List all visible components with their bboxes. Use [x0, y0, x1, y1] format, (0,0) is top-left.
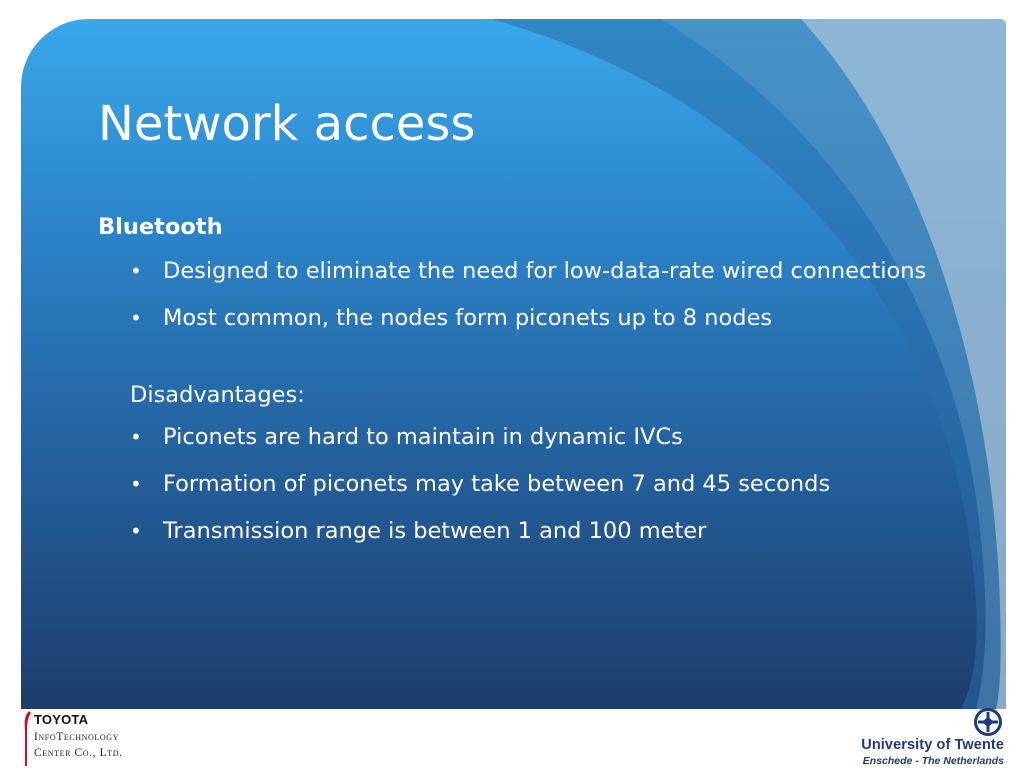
bullet-icon: • [130, 306, 142, 330]
list-item: • Most common, the nodes form piconets u… [130, 301, 958, 335]
list-item-text: Most common, the nodes form piconets up … [163, 305, 773, 331]
slide-title: Network access [98, 96, 476, 152]
bullet-icon: • [130, 259, 142, 283]
subheading-disadvantages: Disadvantages: [130, 382, 305, 408]
toyota-mark-icon [24, 711, 31, 766]
toyota-logo-name: TOYOTA [34, 712, 89, 727]
list-item: • Designed to eliminate the need for low… [130, 254, 958, 288]
list-item: • Formation of piconets may take between… [130, 467, 958, 501]
list-item-text: Piconets are hard to maintain in dynamic… [163, 424, 683, 450]
spacer [98, 348, 958, 378]
ut-logo-icon [974, 708, 1002, 736]
list-item-text: Transmission range is between 1 and 100 … [163, 518, 707, 544]
list-item: • Transmission range is between 1 and 10… [130, 514, 958, 548]
ut-logo-place: Enschede - The Netherlands [862, 755, 1004, 767]
list-item: • Piconets are hard to maintain in dynam… [130, 420, 958, 454]
list-item-text: Formation of piconets may take between 7… [163, 471, 831, 497]
slide-canvas: Network access Bluetooth • Designed to e… [21, 19, 1006, 709]
bullet-icon: • [130, 519, 142, 543]
slide-background-swoosh [491, 19, 1006, 709]
slide-body: Bluetooth • Designed to eliminate the ne… [98, 212, 958, 561]
toyota-logo-line-1: InfoTechnology [34, 731, 120, 743]
university-of-twente-logo: University of Twente Enschede - The Neth… [844, 708, 1004, 767]
bullet-icon: • [130, 425, 142, 449]
bullet-list-disadvantages: • Piconets are hard to maintain in dynam… [98, 420, 958, 548]
toyota-logo: TOYOTA InfoTechnology Center Co., Ltd. [23, 711, 163, 766]
ut-logo-name: University of Twente [861, 737, 1004, 753]
bullet-icon: • [130, 472, 142, 496]
toyota-logo-line-2: Center Co., Ltd. [34, 747, 123, 759]
bullet-list-features: • Designed to eliminate the need for low… [98, 254, 958, 335]
section-heading: Bluetooth [98, 214, 223, 240]
list-item-text: Designed to eliminate the need for low-d… [163, 258, 927, 284]
